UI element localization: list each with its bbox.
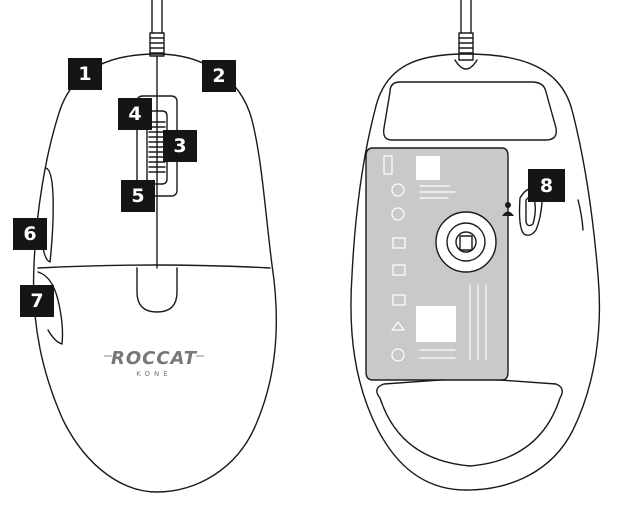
certification-icon — [391, 183, 405, 197]
bottom-glide-pad — [376, 378, 563, 467]
mouse-bottom-view — [350, 0, 601, 491]
qr-code — [416, 156, 440, 180]
callout-1-left-button: 1 — [68, 58, 102, 90]
top-glide-pad — [382, 81, 557, 141]
top-view-cable — [149, 0, 165, 57]
callout-7-side-button-back: 7 — [20, 285, 54, 317]
product-label-panel — [365, 147, 509, 381]
top-view-seam — [37, 264, 271, 269]
kone-logo: KONE — [136, 370, 172, 378]
bottom-view-cable — [454, 0, 478, 70]
bottom-view-body — [350, 53, 601, 491]
roccat-logo: ROCCAT — [110, 348, 198, 369]
top-view-palm-oval — [136, 267, 178, 313]
callout-8-profile-switch: 8 — [528, 169, 565, 202]
optical-sensor — [435, 211, 497, 273]
top-view-body — [32, 53, 277, 493]
side-button-forward — [41, 167, 54, 263]
callout-5-wheel-down: 5 — [121, 180, 155, 212]
side-button-back — [37, 271, 64, 345]
callout-6-side-button-forward: 6 — [13, 218, 47, 250]
callout-4-wheel-up: 4 — [118, 98, 152, 130]
label-white-box — [416, 306, 456, 342]
profile-person-icon — [502, 202, 514, 216]
bottom-view-side-edge — [577, 199, 584, 231]
callout-2-right-button: 2 — [202, 60, 236, 92]
label-details — [383, 155, 487, 362]
callout-3-scroll-wheel: 3 — [163, 130, 197, 162]
